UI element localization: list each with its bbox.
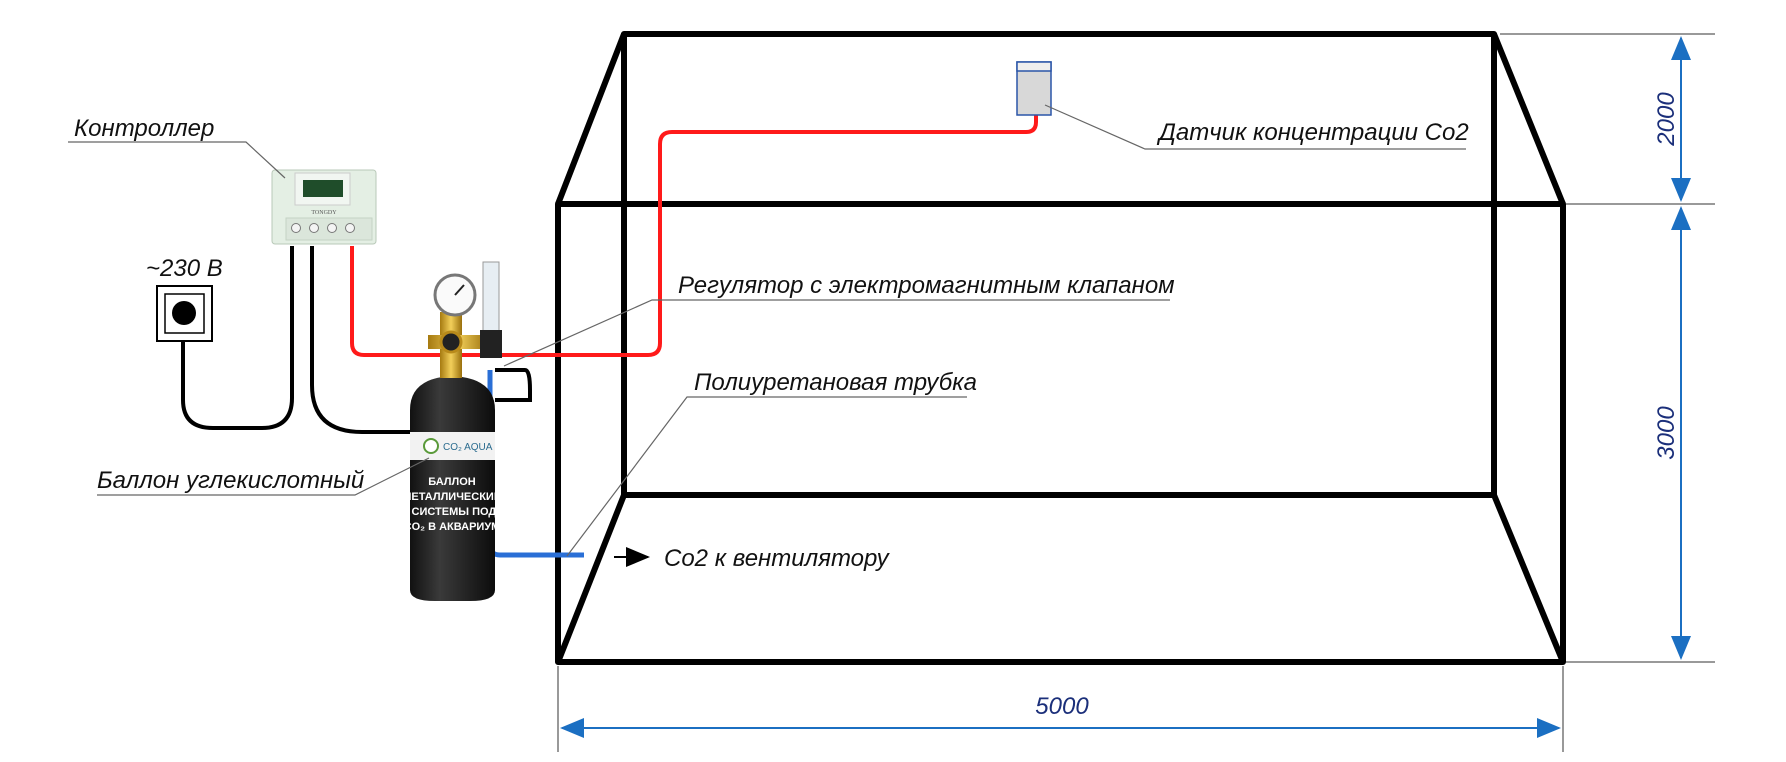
gas-tube [487, 370, 584, 558]
label-sensor: Датчик концентрации Co2 [1156, 119, 1469, 146]
label-controller: Контроллер [74, 115, 214, 142]
valve-cable [310, 246, 412, 434]
regulator-with-solenoid-valve [428, 261, 502, 378]
co2-cylinder: CO₂ AQUA БАЛЛОН МЕТАЛЛИЧЕСКИЙ ДЛЯ СИСТЕМ… [385, 376, 519, 601]
label-tube: Полиуретановая трубка [694, 369, 977, 396]
cylinder-text-4: CO₂ В АКВАРИУМ [404, 521, 501, 533]
dimension-lines [557, 33, 1715, 752]
controller-button[interactable] [327, 223, 337, 233]
cylinder-text-2: МЕТАЛЛИЧЕСКИЙ [402, 490, 502, 503]
dimension-lower-height: 3000 [1653, 406, 1680, 460]
power-outlet [156, 285, 213, 342]
cylinder-text-1: БАЛЛОН [428, 476, 476, 488]
co2-sensor [1016, 61, 1052, 116]
cylinder-text-3: ДЛЯ СИСТЕМЫ ПОДАЧИ [385, 506, 519, 518]
label-regulator: Регулятор с электромагнитным клапаном [678, 272, 1175, 299]
signal-wire [350, 115, 1038, 357]
label-fan: Co2 к вентилятору [664, 545, 891, 572]
cylinder-brand: CO₂ AQUA [443, 442, 493, 453]
label-power: ~230 В [146, 255, 223, 282]
flowmeter [482, 261, 500, 333]
controller-button[interactable] [345, 223, 355, 233]
controller-button[interactable] [309, 223, 319, 233]
dimension-width: 5000 [1035, 693, 1089, 720]
room-frame [555, 31, 1566, 665]
power-cable [181, 246, 294, 430]
room-back-wall [621, 31, 1497, 498]
controller-brand: TONGDY [311, 210, 337, 216]
dimension-upper-height: 2000 [1653, 92, 1680, 147]
label-cylinder: Баллон углекислотный [97, 467, 364, 494]
valve-cable-2 [495, 368, 532, 402]
controller-button[interactable] [291, 223, 301, 233]
controller-device: TONGDY [271, 169, 377, 245]
leader-lines [68, 104, 1466, 557]
